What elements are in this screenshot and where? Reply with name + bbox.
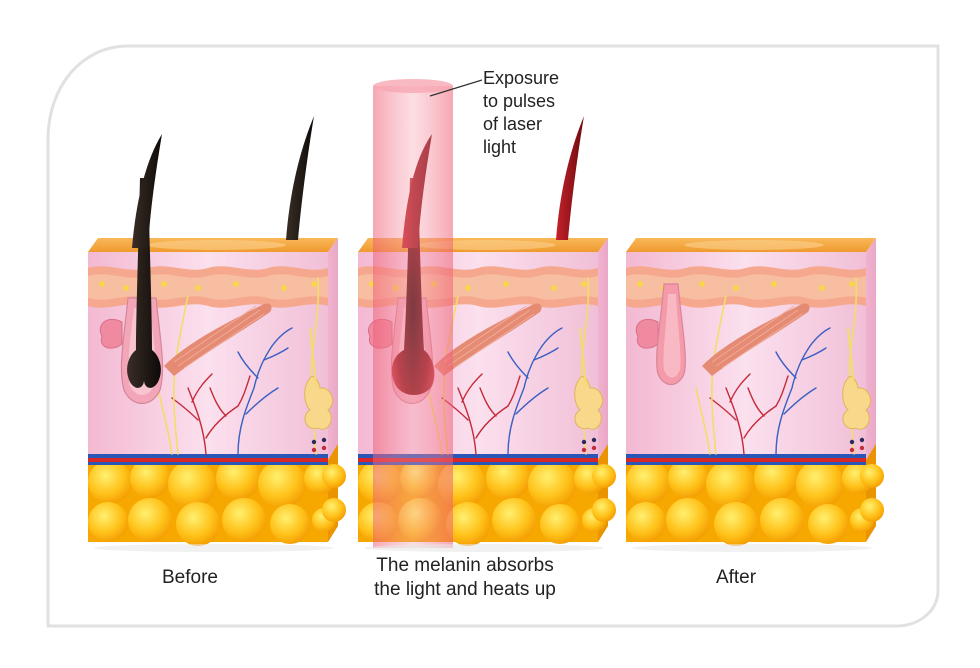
hair-shaft-heated-2 (556, 116, 584, 240)
hair-shaft-before (132, 134, 162, 248)
laser-callout-line-4: light (483, 137, 517, 157)
laser-beam (373, 79, 453, 548)
hair-shaft-before-2 (286, 116, 314, 240)
middle-caption-line-2: the light and heats up (374, 579, 556, 600)
laser-callout-line-1: Exposure (483, 68, 560, 88)
before-caption-text: Before (162, 567, 218, 588)
middle-caption: The melanin absorbs the light and heats … (330, 554, 600, 602)
hair-bulb-before (127, 178, 161, 388)
after-caption-text: After (715, 567, 757, 588)
before-skin-block (87, 178, 347, 547)
after-skin-block (625, 237, 885, 547)
laser-callout-line-3: of laser (483, 114, 543, 134)
middle-caption-line-1: The melanin absorbs (376, 555, 554, 576)
laser-callout-label: Exposure to pulses of laser light (483, 67, 559, 159)
laser-callout-line-2: to pulses (483, 91, 556, 111)
after-caption: After (666, 566, 806, 590)
laser-callout-line (429, 79, 483, 97)
before-caption: Before (120, 566, 260, 590)
